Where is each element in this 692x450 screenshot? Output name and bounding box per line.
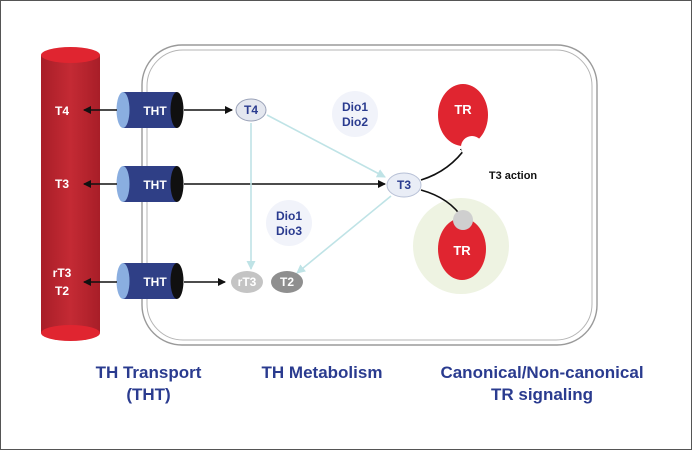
transporter-3-label: THT <box>143 275 167 289</box>
enzyme-group-lower <box>266 200 312 246</box>
receptor-top <box>438 84 488 158</box>
blood-vessel <box>41 47 100 341</box>
enzyme-lower-line1: Dio1 <box>276 209 302 223</box>
hormone-label-t3: T3 <box>397 178 411 192</box>
cell-outline-outer <box>141 44 598 346</box>
receptor-top-label: TR <box>454 102 472 117</box>
hormone-node-t2 <box>271 271 303 293</box>
transporter-2-label: THT <box>143 178 167 192</box>
hormone-node-t3 <box>386 172 422 198</box>
hormone-node-rt3 <box>231 271 263 293</box>
vessel-label-t2: T2 <box>55 284 69 298</box>
caption-signaling-line1: Canonical/Non-canonical <box>440 363 644 382</box>
hormone-label-rt3: rT3 <box>238 275 257 289</box>
t3-action-arrow-up <box>420 145 468 181</box>
receptor-bottom-label: TR <box>453 243 471 258</box>
enzyme-lower-line2: Dio3 <box>276 224 302 238</box>
enzyme-upper-line2: Dio2 <box>342 115 368 129</box>
receptor-bottom <box>438 210 486 280</box>
transporter-1-label: THT <box>143 104 167 118</box>
transporter-3 <box>116 263 184 299</box>
enzyme-group-upper <box>332 91 378 137</box>
metabolism-arrow-t4-to-t3 <box>266 114 386 178</box>
vessel-label-t4: T4 <box>55 104 69 118</box>
t3-action-label: T3 action <box>489 170 538 182</box>
caption-metabolism: TH Metabolism <box>261 363 383 382</box>
caption-transport-line2: (THT) <box>126 385 171 404</box>
vessel-label-rt3: rT3 <box>53 266 72 280</box>
hormone-label-t4: T4 <box>244 103 258 117</box>
transporter-2 <box>116 166 184 202</box>
hormone-node-t4 <box>235 98 267 122</box>
caption-transport-line1: TH Transport <box>95 363 202 382</box>
enzyme-upper-line1: Dio1 <box>342 100 368 114</box>
transporter-1 <box>116 92 184 128</box>
cell-outline-inner <box>146 49 593 341</box>
caption-signaling-line2: TR signaling <box>491 385 593 404</box>
metabolism-arrow-t3-to-t2 <box>296 195 392 274</box>
hormone-label-t2: T2 <box>280 275 294 289</box>
vessel-label-t3: T3 <box>55 177 69 191</box>
